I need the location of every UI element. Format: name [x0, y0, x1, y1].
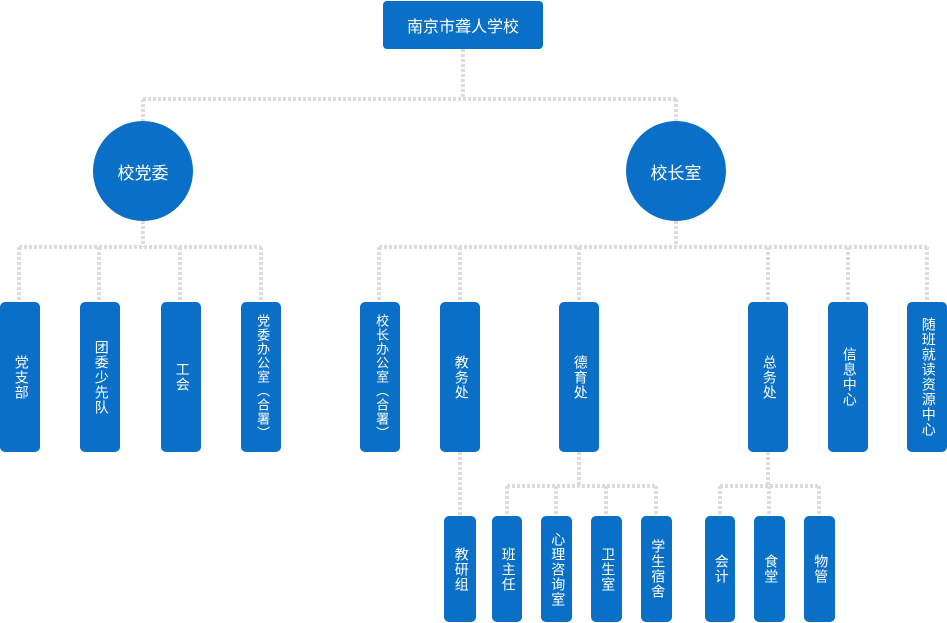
moral-education-node: 德育处 [559, 302, 599, 452]
party-committee-node: 校党委 [93, 121, 193, 221]
class-teacher-node: 班主任 [492, 516, 522, 622]
resource-center-node: 随班就读资源中心 [907, 302, 947, 452]
trade-union-node: 工会 [161, 302, 201, 452]
general-affairs-node: 总务处 [748, 302, 788, 452]
party-branch-node: 党支部 [0, 302, 40, 452]
accounting-node: 会计 [705, 516, 735, 622]
youth-league-node: 团委少先队 [80, 302, 120, 452]
school-root-node: 南京市聋人学校 [383, 1, 543, 49]
property-management-node: 物管 [804, 516, 835, 622]
principal-admin-office-node: 校长办公室（合署） [360, 302, 400, 452]
academic-affairs-node: 教务处 [440, 302, 480, 452]
party-office-node: 党委办公室（合署） [241, 302, 281, 452]
teaching-group-node: 教研组 [444, 516, 476, 622]
counseling-room-node: 心理咨询室 [541, 516, 572, 622]
dormitory-node: 学生宿舍 [641, 516, 672, 622]
info-center-node: 信息中心 [828, 302, 868, 452]
principal-office-node: 校长室 [626, 121, 726, 221]
canteen-node: 食堂 [754, 516, 785, 622]
clinic-node: 卫生室 [591, 516, 622, 622]
